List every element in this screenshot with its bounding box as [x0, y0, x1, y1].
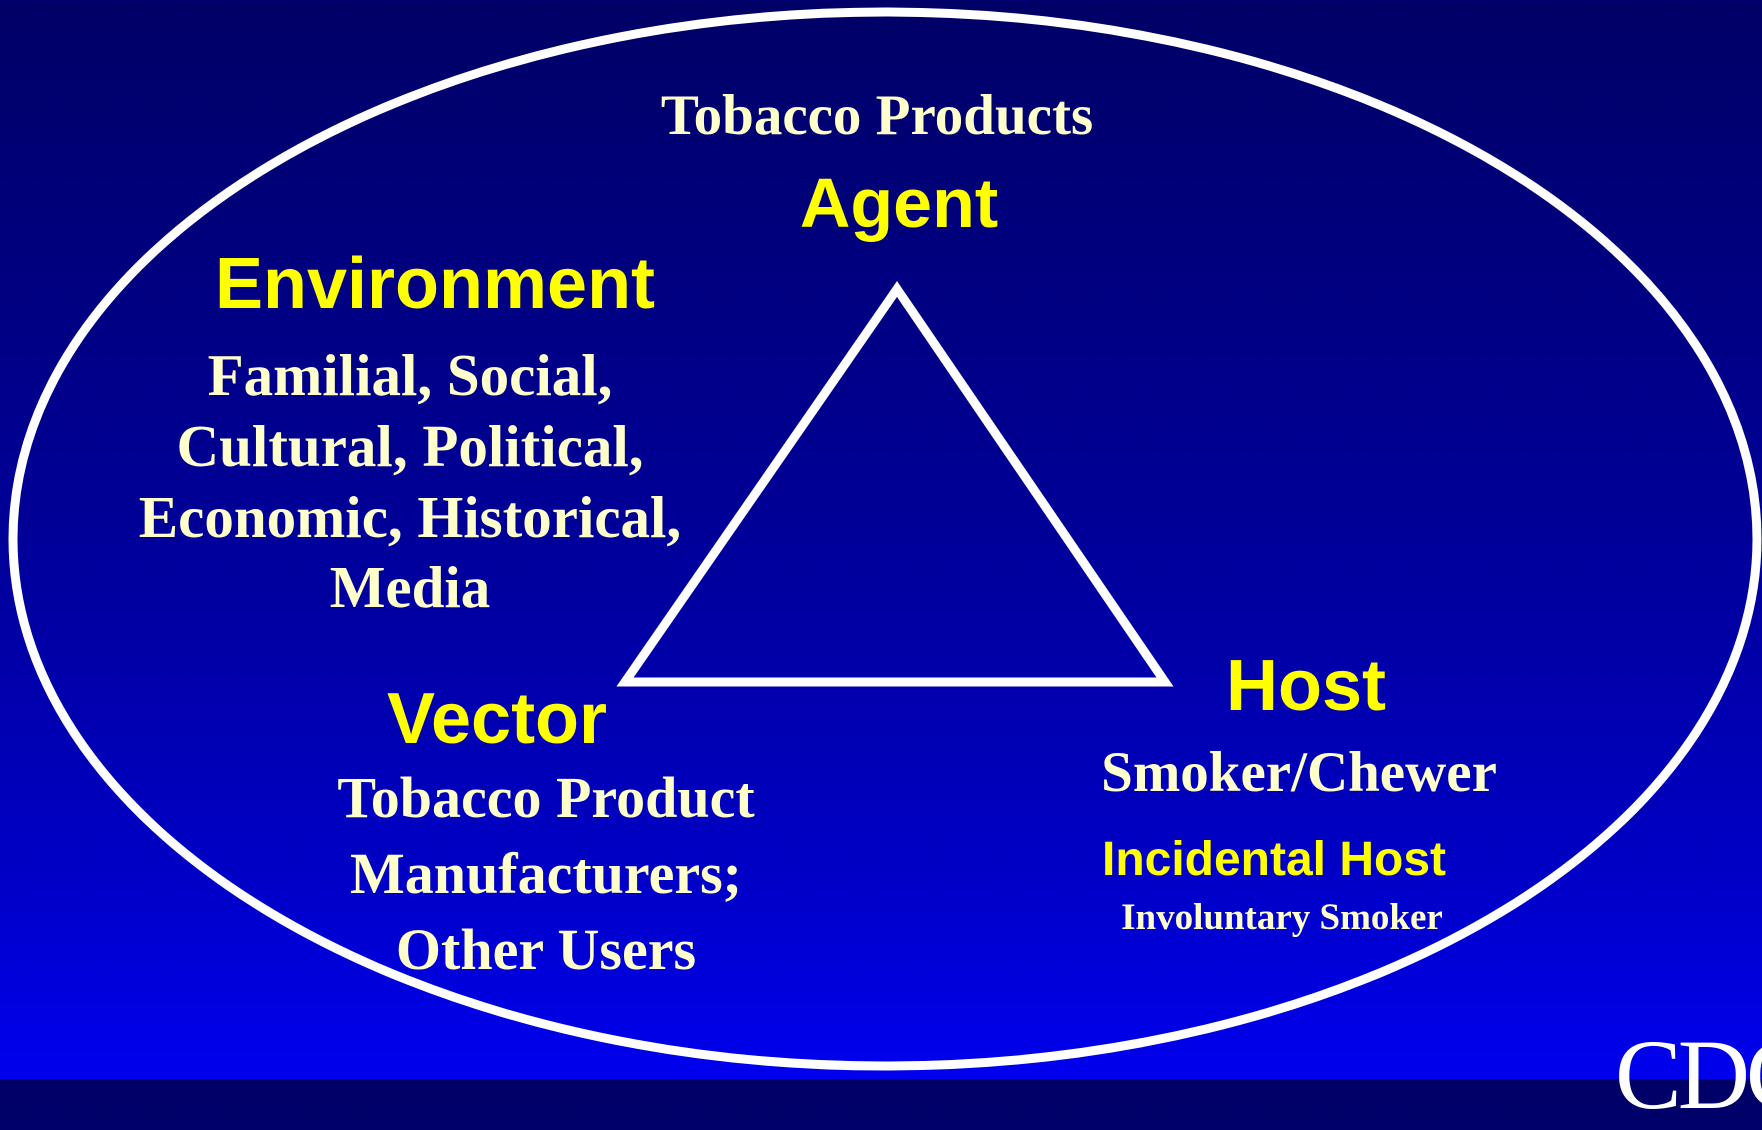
- incidental-host-subtitle: Involuntary Smoker: [1121, 897, 1443, 938]
- cdc-logo: CDC: [1615, 1019, 1762, 1130]
- environment-line: Cultural, Political,: [176, 412, 644, 479]
- agent-above-text: Tobacco Products: [660, 84, 1094, 147]
- vector-line: Manufacturers;: [350, 841, 742, 906]
- epidemiologic-triangle: [616, 281, 1174, 687]
- vector-line: Other Users: [395, 917, 697, 982]
- vector-line: Tobacco Product: [337, 765, 755, 830]
- environment-line: Media: [329, 554, 491, 621]
- incidental-host-heading: Incidental Host: [1101, 833, 1447, 886]
- vector-details: Tobacco Product Manufacturers; Other Use…: [337, 760, 754, 988]
- environment-line: Familial, Social,: [207, 342, 613, 408]
- agent-heading: Agent: [799, 164, 999, 242]
- environment-line: Economic, Historical,: [138, 483, 682, 550]
- outer-ellipse: [8, 7, 1762, 1071]
- diagram-canvas: [0, 0, 1762, 1079]
- host-heading: Host: [1226, 646, 1386, 726]
- host-subtitle: Smoker/Chewer: [1101, 741, 1497, 804]
- environment-heading: Environment: [214, 244, 656, 324]
- vector-heading: Vector: [386, 679, 608, 759]
- environment-details: Familial, Social, Cultural, Political, E…: [139, 340, 681, 623]
